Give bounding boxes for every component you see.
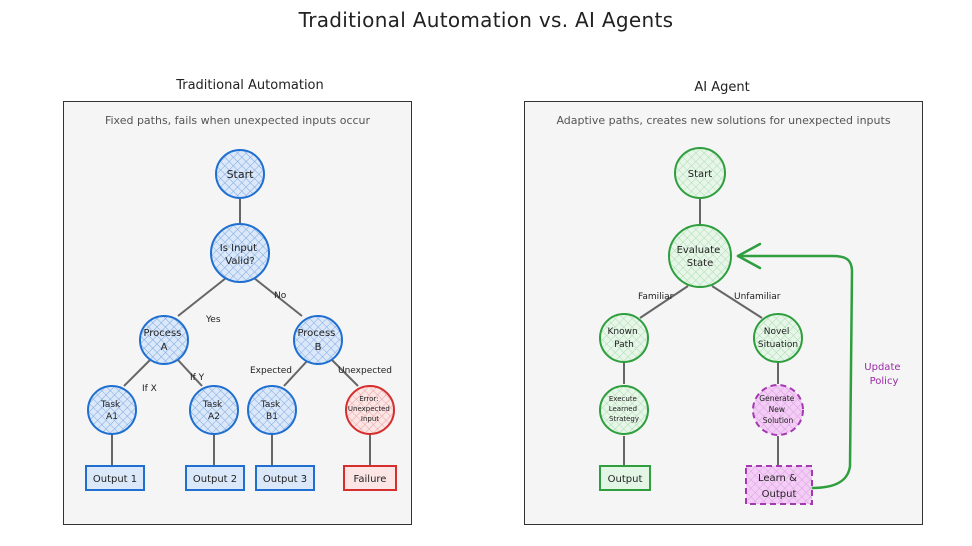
left-node-process-b: Process B xyxy=(293,315,343,365)
svg-text:Update Policy: Update Policy xyxy=(864,362,903,387)
label-if-x: If X xyxy=(142,384,157,394)
svg-text:Novel Situation: Novel Situation xyxy=(758,327,798,350)
page-title: Traditional Automation vs. AI Agents xyxy=(298,8,674,32)
svg-text:Start: Start xyxy=(227,168,255,181)
svg-text:Process B: Process B xyxy=(297,328,338,353)
left-failure-box: Failure xyxy=(343,465,397,491)
right-node-start: Start xyxy=(674,147,726,199)
left-node-task-a1: Task A1 xyxy=(87,385,137,435)
left-node-error-unexpected-input: Error: Unexpected Input xyxy=(345,385,395,435)
left-output-1-box: Output 1 xyxy=(85,465,145,491)
svg-text:Execute Learned St: Execute Learned Strategy xyxy=(609,395,640,423)
svg-text:Failure: Failure xyxy=(354,474,387,485)
right-node-evaluate-state: Evaluate State xyxy=(668,224,732,288)
left-edge-labels: No Yes If X If Y Expected Unexpected xyxy=(142,291,392,394)
right-edge-labels: Familiar Unfamiliar xyxy=(638,292,781,302)
right-node-generate-new-solution: Generate New Solution xyxy=(752,384,804,436)
svg-text:Task B1: Task B1 xyxy=(260,400,283,422)
traditional-automation-panel: Fixed paths, fails when unexpected input… xyxy=(63,101,412,525)
svg-text:Start: Start xyxy=(688,169,713,180)
label-unexpected: Unexpected xyxy=(338,366,392,376)
svg-text:Output 3: Output 3 xyxy=(263,474,307,485)
label-expected: Expected xyxy=(250,366,292,376)
edge-evaluate-novel xyxy=(711,285,763,319)
svg-text:Known Path: Known Path xyxy=(607,327,640,350)
left-node-start: Start xyxy=(215,149,265,199)
right-panel-title: AI Agent xyxy=(694,80,750,95)
edge-valid-processa xyxy=(177,277,227,317)
right-output-box: Output xyxy=(599,465,651,491)
label-yes: Yes xyxy=(205,315,221,325)
edge-processa-taska1 xyxy=(123,359,151,387)
left-output-3-box: Output 3 xyxy=(255,465,315,491)
edge-valid-processb xyxy=(253,277,303,317)
svg-text:Task A1: Task A1 xyxy=(100,400,123,422)
left-output-2-box: Output 2 xyxy=(185,465,245,491)
left-node-task-a2: Task A2 xyxy=(189,385,239,435)
left-node-process-a: Process A xyxy=(139,315,189,365)
edge-processb-error xyxy=(331,359,359,387)
label-update-policy: Update Policy xyxy=(864,362,903,387)
right-node-known-path: Known Path xyxy=(599,313,649,363)
left-panel-subtitle: Fixed paths, fails when unexpected input… xyxy=(104,114,371,127)
right-node-execute-learned-strategy: Execute Learned Strategy xyxy=(599,385,649,435)
label-no: No xyxy=(274,291,287,301)
label-familiar: Familiar xyxy=(638,292,674,302)
label-if-y: If Y xyxy=(190,373,205,383)
svg-text:Output: Output xyxy=(608,474,643,485)
right-panel-subtitle: Adaptive paths, creates new solutions fo… xyxy=(556,114,891,127)
svg-text:Learn & Output: Learn & Output xyxy=(758,473,800,500)
label-unfamiliar: Unfamiliar xyxy=(734,292,781,302)
right-node-novel-situation: Novel Situation xyxy=(753,313,803,363)
svg-text:Output 2: Output 2 xyxy=(193,474,237,485)
left-node-is-input-valid: Is Input Valid? xyxy=(210,223,270,283)
edge-processb-taskb1 xyxy=(283,359,309,387)
edge-processa-taska2 xyxy=(177,359,203,387)
svg-text:Error: Unexpected: Error: Unexpected Input xyxy=(348,395,392,423)
svg-text:Generate New Solut: Generate New Solution xyxy=(759,394,796,425)
svg-text:Output 1: Output 1 xyxy=(93,474,137,485)
svg-text:Evaluate State: Evaluate State xyxy=(677,245,724,269)
right-connectors xyxy=(623,198,779,465)
left-connectors xyxy=(111,199,371,465)
svg-text:Is Input Valid?: Is Input Valid? xyxy=(220,243,260,267)
svg-text:Process A: Process A xyxy=(143,328,184,353)
right-learn-output-box: Learn & Output xyxy=(745,465,813,505)
edge-evaluate-known xyxy=(639,285,689,319)
left-panel-title: Traditional Automation xyxy=(176,78,324,93)
svg-text:Task A2: Task A2 xyxy=(202,400,225,422)
left-node-task-b1: Task B1 xyxy=(247,385,297,435)
update-policy-feedback-arrow xyxy=(736,242,854,490)
